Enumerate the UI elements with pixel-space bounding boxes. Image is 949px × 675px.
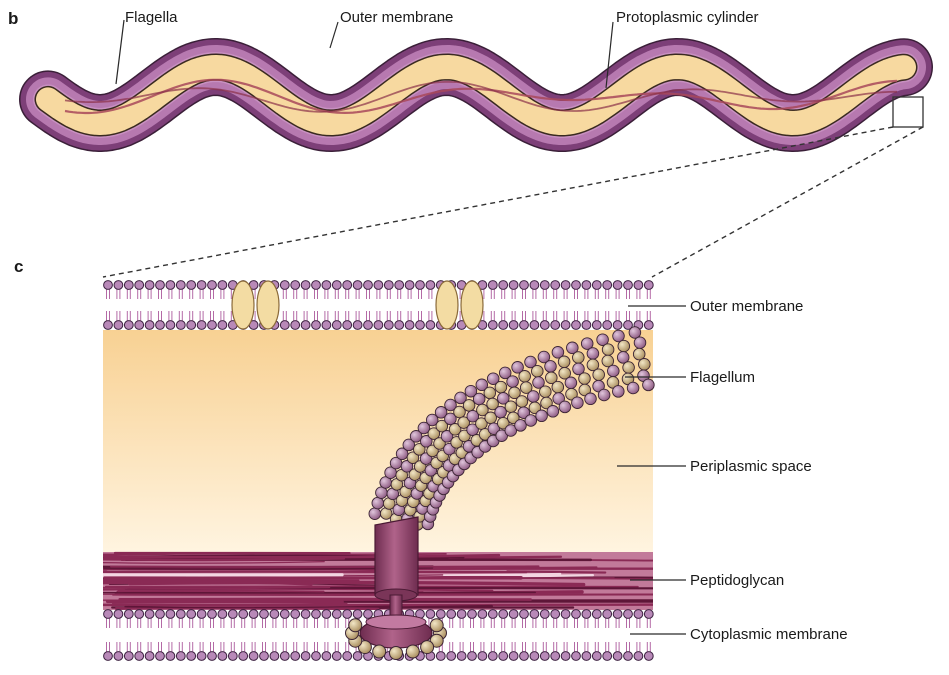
periplasmic-space-label: Periplasmic space bbox=[690, 458, 812, 475]
zoom-box bbox=[893, 97, 923, 127]
panel-b-letter: b bbox=[8, 9, 18, 28]
outer-membrane-leader-b bbox=[330, 22, 338, 48]
peptidoglycan-label: Peptidoglycan bbox=[690, 572, 784, 589]
zoom-line-left bbox=[103, 127, 893, 277]
cytoplasmic-membrane-label: Cytoplasmic membrane bbox=[690, 626, 848, 643]
flagella-leader bbox=[116, 20, 124, 84]
spirochete-cell bbox=[48, 67, 904, 123]
outer-membrane-label-b: Outer membrane bbox=[340, 9, 453, 26]
flagellum-label: Flagellum bbox=[690, 369, 755, 386]
flagella-label: Flagella bbox=[125, 9, 178, 26]
panel-c-letter: c bbox=[14, 257, 23, 276]
outer-membrane-label-c: Outer membrane bbox=[690, 298, 803, 315]
outer-membrane-bilayer bbox=[104, 281, 654, 330]
protoplasmic-cylinder-label: Protoplasmic cylinder bbox=[616, 9, 759, 26]
